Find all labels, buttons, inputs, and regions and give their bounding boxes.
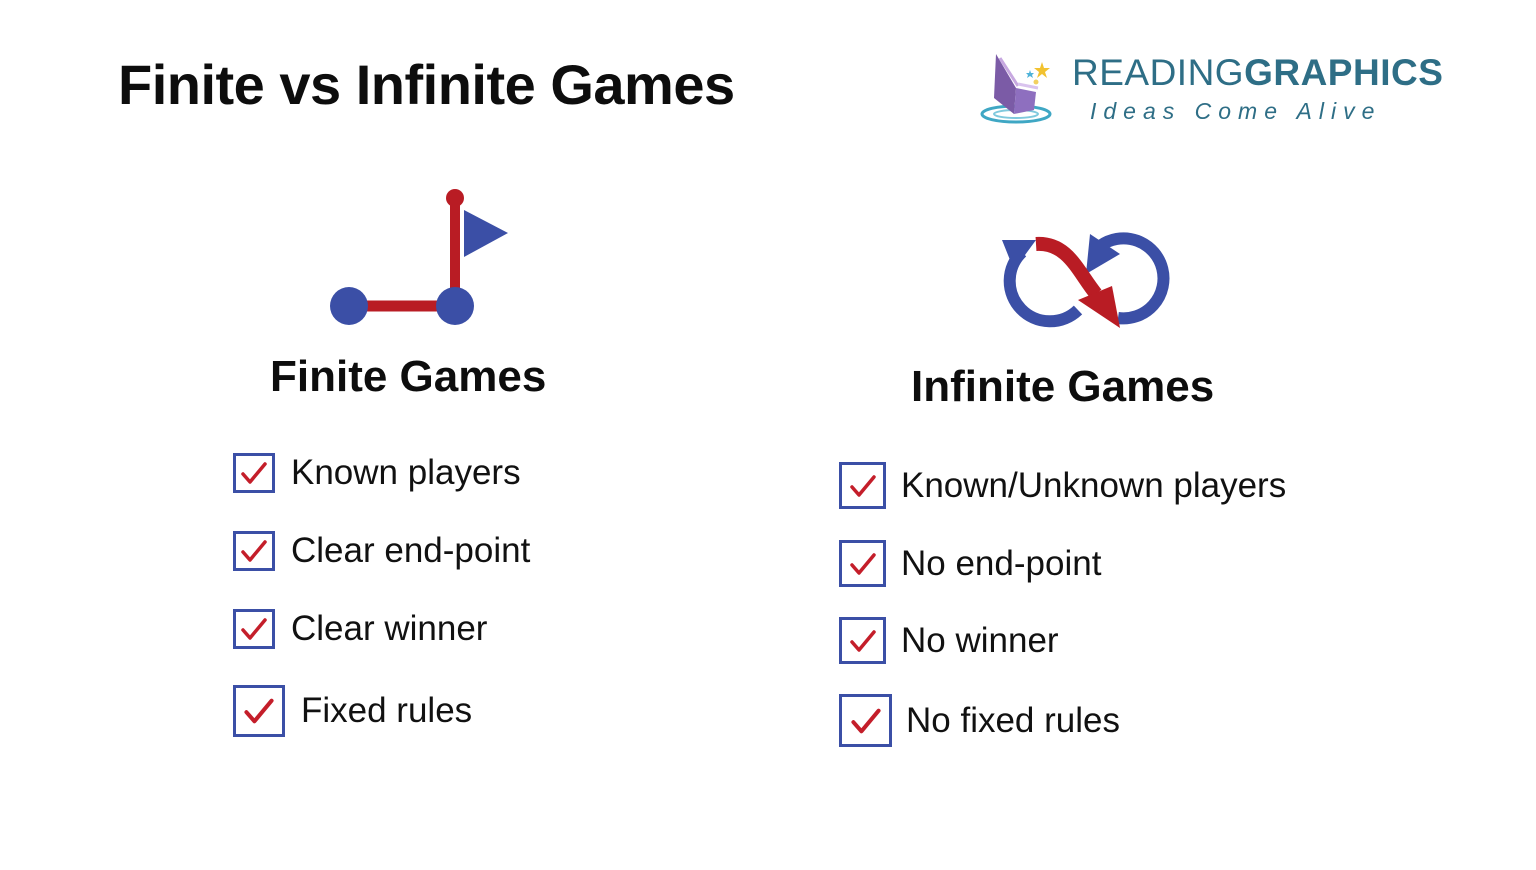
list-item: Clear winner [233,609,487,649]
checkbox[interactable] [839,617,886,664]
checkmark-icon [850,708,881,733]
checkbox[interactable] [839,694,892,747]
checkmark-icon [244,698,274,724]
checkmark-icon [849,474,876,497]
logo-wordmark: READINGGRAPHICS [1072,52,1444,93]
list-item: Clear end-point [233,531,530,571]
list-item: No end-point [839,540,1101,587]
readinggraphics-logo: READINGGRAPHICS Ideas Come Alive [980,48,1443,128]
checkbox[interactable] [839,462,886,509]
infinite-games-heading: Infinite Games [911,362,1215,411]
checkmark-icon [241,462,267,484]
checkmark-icon [241,540,267,562]
list-item: Known/Unknown players [839,462,1286,509]
list-item: No fixed rules [839,694,1120,747]
checkbox[interactable] [233,531,275,571]
book-with-stars-icon [980,54,1052,124]
flag-path-icon [330,189,508,325]
checkmark-icon [241,618,267,640]
list-item: Fixed rules [233,685,472,737]
finite-games-heading: Finite Games [270,352,547,401]
list-item: Known players [233,453,521,493]
checkmark-icon [849,629,876,652]
checkbox[interactable] [233,685,285,737]
list-item: No winner [839,617,1059,664]
checkbox[interactable] [839,540,886,587]
page-title: Finite vs Infinite Games [118,53,735,116]
infinity-loop-arrows-icon [1002,232,1170,328]
checkbox[interactable] [233,453,275,493]
logo-tagline: Ideas Come Alive [1090,98,1382,124]
checkbox[interactable] [233,609,275,649]
checkmark-icon [849,552,876,575]
